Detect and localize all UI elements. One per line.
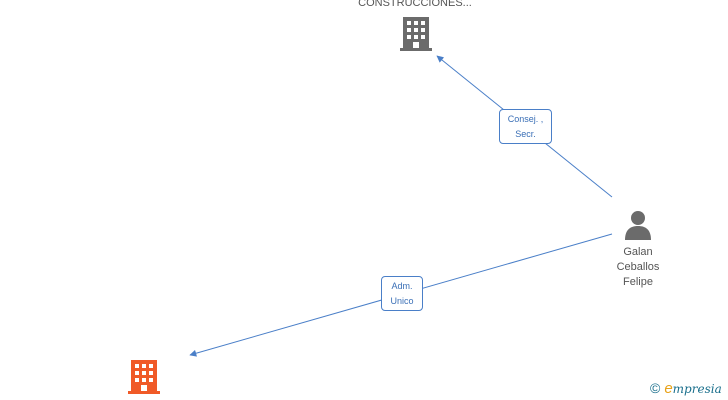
edge-label-adm-unico[interactable]: Adm. Unico bbox=[381, 276, 423, 311]
person-label-line: Felipe bbox=[623, 276, 653, 288]
brand-initial: e bbox=[664, 380, 673, 397]
person-label[interactable]: Galan Ceballos Felipe bbox=[598, 245, 678, 290]
copyright-symbol: © bbox=[650, 380, 661, 396]
person-label-line: Galan bbox=[623, 246, 653, 258]
edge-label-consej-secr[interactable]: Consej. , Secr. bbox=[499, 109, 552, 144]
brand-name: mpresia bbox=[672, 382, 722, 396]
company-top-label[interactable]: CONSTRUCCIONES... bbox=[358, 0, 472, 9]
person-label-line: Ceballos bbox=[616, 261, 660, 273]
building-icon[interactable] bbox=[400, 17, 432, 51]
edge-label-line: Consej. , bbox=[507, 114, 544, 124]
edge-label-line: Unico bbox=[390, 296, 414, 306]
empresia-watermark: ©empresia bbox=[650, 380, 722, 397]
building-icon-highlighted[interactable] bbox=[128, 360, 160, 394]
person-icon[interactable] bbox=[624, 210, 652, 240]
edge-label-line: Adm. bbox=[391, 281, 413, 291]
edge-label-line: Secr. bbox=[515, 129, 536, 139]
